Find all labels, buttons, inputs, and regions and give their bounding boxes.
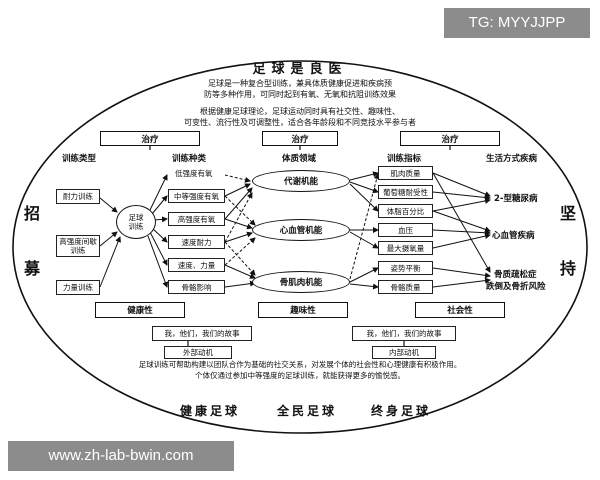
motivation-external: 外部动机	[164, 346, 232, 359]
disease-fall-fracture-risk: 跌倒及骨折风险	[486, 282, 546, 292]
indicator-bone-mass: 骨骼质量	[378, 280, 433, 294]
indicator-glucose-tolerance: 葡萄糖耐受性	[378, 185, 433, 199]
slogan-lifelong-football: 终身足球	[370, 404, 431, 418]
story-box-right: 我，他们，我们的故事	[352, 326, 456, 341]
domain-musculoskeletal: 骨肌肉机能	[252, 271, 350, 293]
indicator-body-fat: 体脂百分比	[378, 204, 433, 218]
side-label-persist-1: 坚	[560, 204, 577, 223]
header-body-domain: 体质领域	[282, 154, 317, 164]
slogan-healthy-football: 健康足球	[179, 404, 240, 418]
motivation-internal: 内部动机	[372, 346, 436, 359]
slogan-football-for-all: 全民足球	[276, 404, 337, 418]
diagram-title: 足球是良医	[252, 62, 348, 77]
conclusion-line-1: 足球训练可帮助构建以团队合作为基础的社交关系，对发展个体的社会性和心理健康有积极…	[138, 360, 462, 369]
intro-line-3: 根据健康足球理论，足球运动同时具有社交性、趣味性、	[200, 107, 400, 116]
kind-speed-endurance: 速度耐力	[168, 235, 225, 249]
indicator-muscle-mass: 肌肉质量	[378, 166, 433, 180]
bar-social: 社会性	[415, 302, 505, 318]
treatment-bar-right: 治疗	[400, 131, 500, 146]
treatment-bar-left: 治疗	[100, 131, 200, 146]
bar-health: 健康性	[95, 302, 185, 318]
training-type-strength: 力量训练	[56, 280, 100, 295]
header-training-type: 训练类型	[62, 154, 97, 164]
disease-osteoporosis: 骨质疏松症	[494, 270, 537, 280]
side-label-persist-2: 持	[560, 259, 577, 278]
domain-cardiovascular: 心血管机能	[252, 219, 350, 241]
intro-line-2: 防等多种作用，可同时起到有氧、无氧和抗阻训练效果	[204, 90, 396, 99]
kind-moderate-aerobic: 中等强度有氧	[168, 189, 225, 203]
conclusion-line-2: 个体仅通过参加中等强度的足球训练，就能获得更多的愉悦感。	[195, 371, 405, 380]
side-label-recruit-2: 募	[24, 259, 41, 278]
kind-low-aerobic: 低强度有氧	[175, 169, 213, 178]
indicator-vo2max: 最大摄氧量	[378, 241, 433, 255]
side-label-recruit-1: 招	[24, 204, 41, 223]
header-training-kind: 训练种类	[172, 154, 207, 164]
story-box-left: 我，他们，我们的故事	[152, 326, 252, 341]
indicator-blood-pressure: 血压	[378, 223, 433, 237]
football-training-node: 足球训练	[116, 205, 156, 239]
indicator-posture-balance: 姿势平衡	[378, 261, 433, 275]
kind-bone-impact: 骨骼影响	[168, 280, 225, 294]
intro-line-1: 足球是一种复合型训练，兼具体质健康促进和疾病预	[208, 79, 392, 88]
bar-fun: 趣味性	[258, 302, 348, 318]
disease-type2-diabetes: 2-型糖尿病	[494, 194, 538, 204]
kind-high-aerobic: 高强度有氧	[168, 212, 225, 226]
intro-line-4: 可变性、流行性及可调整性，适合各年龄段和不同竞技水平参与者	[184, 118, 416, 127]
training-type-hiit: 高强度间歇训练	[56, 235, 100, 257]
header-indicator: 训练指标	[387, 154, 422, 164]
watermark-bottom: www.zh-lab-bwin.com	[8, 441, 234, 471]
disease-cardiovascular: 心血管疾病	[492, 231, 535, 241]
kind-speed-strength: 速度、力量	[168, 258, 225, 272]
treatment-bar-center: 治疗	[262, 131, 338, 146]
training-type-endurance: 耐力训练	[56, 189, 100, 204]
watermark-top: TG: MYYJJPP	[444, 8, 590, 38]
outer-ellipse	[12, 60, 588, 434]
header-disease: 生活方式疾病	[486, 154, 538, 164]
domain-metabolic: 代谢机能	[252, 170, 350, 192]
